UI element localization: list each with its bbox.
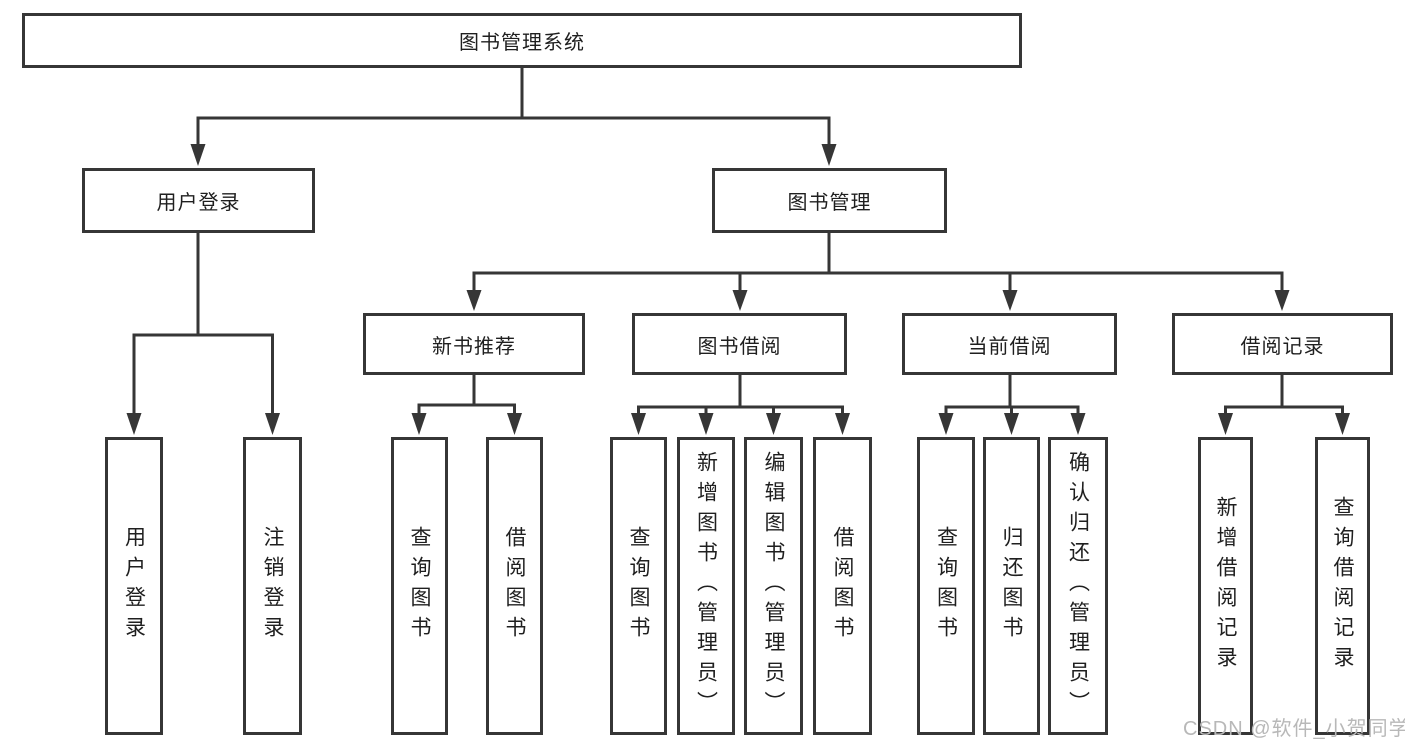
leaf-query-books-borrow: 查询图书 bbox=[610, 437, 667, 735]
node-library-system: 图书管理系统 bbox=[22, 13, 1022, 68]
node-label: 查询图书 bbox=[934, 526, 958, 646]
node-label: 图书借阅 bbox=[697, 335, 782, 358]
leaf-borrow-books: 借阅图书 bbox=[813, 437, 872, 735]
leaf-query-books-current: 查询图书 bbox=[917, 437, 975, 735]
node-book-management: 图书管理 bbox=[712, 168, 947, 233]
node-label: 注销登录 bbox=[261, 526, 284, 646]
leaf-user-login: 用户登录 bbox=[105, 437, 163, 735]
leaf-borrow-books-recommend: 借阅图书 bbox=[486, 437, 543, 735]
leaf-add-borrow-record: 新增借阅记录 bbox=[1198, 437, 1253, 735]
node-book-borrow: 图书借阅 bbox=[632, 313, 847, 375]
leaf-add-books-admin: 新增图书（管理员） bbox=[677, 437, 735, 735]
node-new-book-recommend: 新书推荐 bbox=[363, 313, 585, 375]
csdn-watermark: CSDN @软件_小贺同学 bbox=[1183, 718, 1405, 740]
node-label: 归还图书 bbox=[1000, 526, 1023, 646]
leaf-return-books: 归还图书 bbox=[983, 437, 1040, 735]
node-label: 查询图书 bbox=[627, 526, 650, 646]
node-label: 确认归还（管理员） bbox=[1066, 451, 1090, 721]
node-label: 用户登录 bbox=[122, 526, 146, 646]
node-label: 图书管理 bbox=[787, 192, 872, 214]
node-current-borrow: 当前借阅 bbox=[902, 313, 1117, 375]
node-user-login: 用户登录 bbox=[82, 168, 315, 233]
node-label: 借阅图书 bbox=[831, 526, 854, 646]
node-label: 编辑图书（管理员） bbox=[762, 451, 785, 721]
leaf-query-books-recommend: 查询图书 bbox=[391, 437, 448, 735]
node-borrow-records: 借阅记录 bbox=[1172, 313, 1393, 375]
node-label: 借阅图书 bbox=[503, 526, 526, 646]
node-label: 当前借阅 bbox=[967, 335, 1052, 358]
node-label: 新增借阅记录 bbox=[1214, 496, 1237, 676]
node-label: 借阅记录 bbox=[1240, 335, 1325, 358]
leaf-query-borrow-record: 查询借阅记录 bbox=[1315, 437, 1370, 735]
node-label: 查询借阅记录 bbox=[1331, 496, 1354, 676]
node-label: 图书管理系统 bbox=[459, 32, 585, 54]
node-label: 新增图书（管理员） bbox=[694, 451, 718, 721]
node-label: 查询图书 bbox=[408, 526, 431, 646]
leaf-confirm-return-admin: 确认归还（管理员） bbox=[1048, 437, 1108, 735]
node-label: 新书推荐 bbox=[432, 335, 516, 358]
leaf-logout: 注销登录 bbox=[243, 437, 302, 735]
leaf-edit-books-admin: 编辑图书（管理员） bbox=[744, 437, 803, 735]
node-label: 用户登录 bbox=[156, 192, 241, 214]
arrowheads bbox=[126, 144, 1350, 435]
